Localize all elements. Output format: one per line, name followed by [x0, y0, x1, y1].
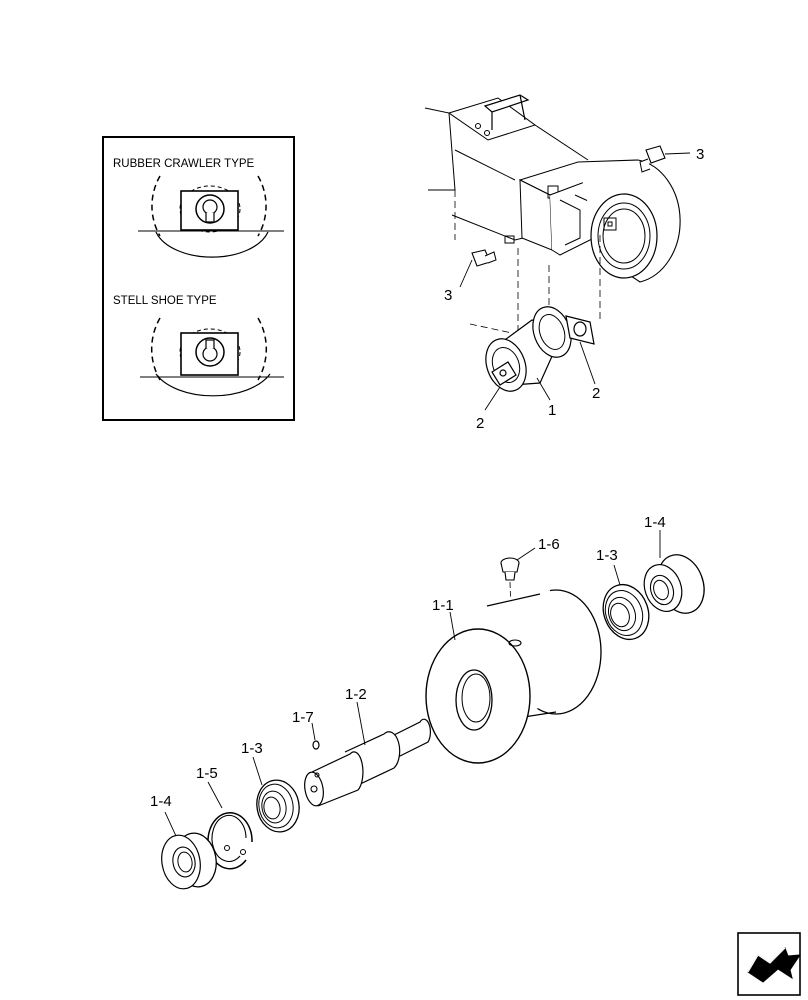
next-page-arrow-icon[interactable]: [737, 932, 801, 996]
callout-1-7: 1-7: [292, 709, 314, 726]
seal-left: [161, 811, 217, 890]
callout-1-3-left: 1-3: [241, 740, 263, 757]
roller-shaft: [304, 701, 432, 807]
seal-right: [643, 530, 705, 614]
callout-3-bolt-lower: 3: [444, 287, 452, 304]
callout-1-4-left: 1-4: [150, 793, 172, 810]
steel-shoe-label: STELL SHOE TYPE: [113, 295, 217, 307]
rubber-crawler-label: RUBBER CRAWLER TYPE: [113, 158, 255, 170]
callout-3-bolt-upper: 3: [696, 146, 704, 163]
track-frame: [424, 94, 681, 339]
callout-2-plate-right: 2: [592, 385, 600, 402]
inset-panel: RUBBER CRAWLER TYPE STELL SHOE TYPE: [102, 136, 295, 421]
roller-body: [425, 589, 602, 764]
bearing-right: [602, 564, 650, 641]
callout-1-5: 1-5: [196, 765, 218, 782]
callout-1-6: 1-6: [538, 536, 560, 553]
callout-1-3-right: 1-3: [596, 547, 618, 564]
callout-1-2: 1-2: [345, 686, 367, 703]
bolt-lower: [459, 249, 497, 288]
rubber-crawler-detail: [138, 175, 284, 258]
steel-shoe-detail: [140, 317, 284, 397]
bearing-left: [252, 756, 300, 833]
o-ring: [311, 722, 320, 750]
bolt-upper: [639, 145, 691, 173]
callout-1-roller: 1: [548, 402, 556, 419]
callout-1-1: 1-1: [432, 597, 454, 614]
snap-ring: [207, 781, 253, 870]
callout-1-4-right: 1-4: [644, 514, 666, 531]
callout-2-plate-left: 2: [476, 415, 484, 432]
upper-roller: [485, 306, 572, 401]
mount-plate-right: [565, 315, 596, 385]
